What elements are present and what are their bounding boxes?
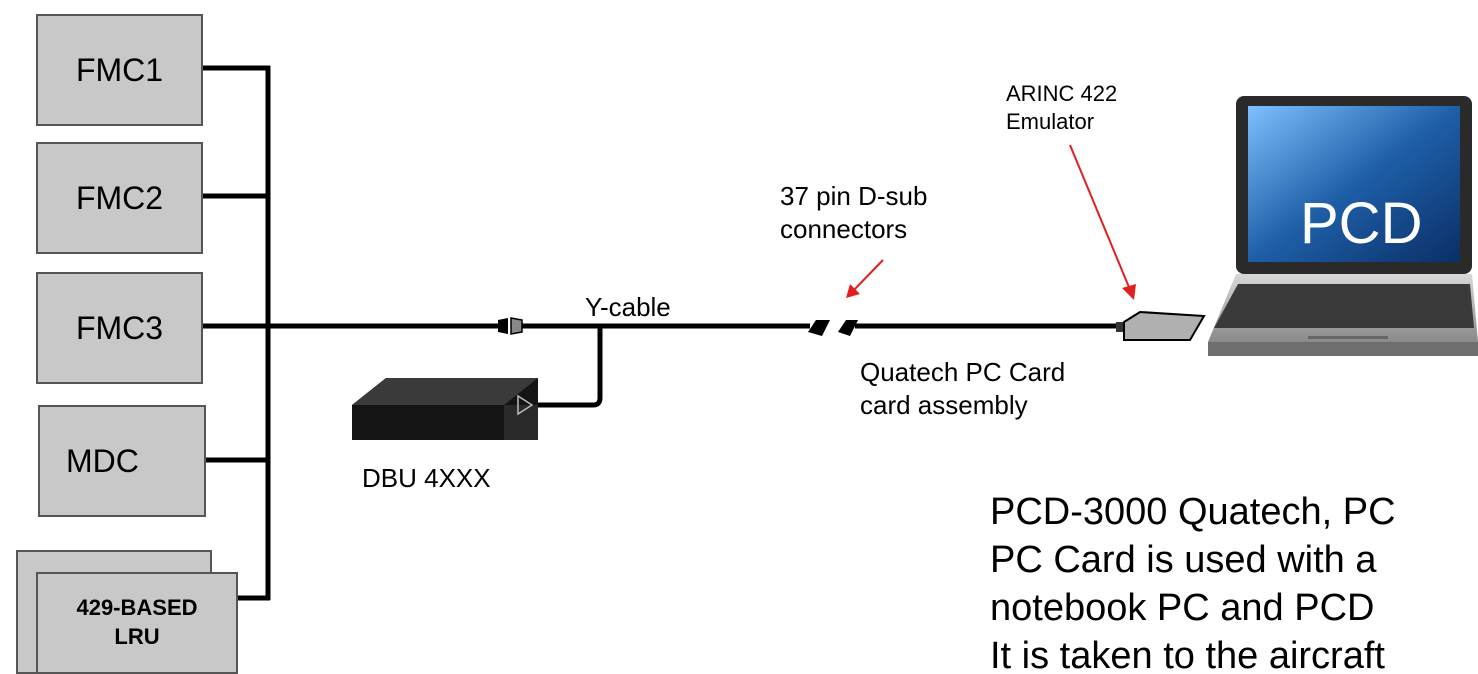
arinc-label-line2: Emulator <box>1006 108 1095 134</box>
paragraph-line-4: It is taken to the aircraft <box>990 635 1385 674</box>
dbu-label: DBU 4XXX <box>362 463 491 493</box>
mdc-label: MDC <box>66 442 139 479</box>
pcd-label: PCD <box>1300 191 1423 256</box>
lru-box: 429-BASED LRU <box>36 572 238 674</box>
arinc-label: ARINC 422 Emulator <box>1006 80 1117 135</box>
fmc1-label: FMC1 <box>75 51 164 88</box>
ycable-label: Y-cable <box>585 292 671 322</box>
paragraph-line-3: notebook PC and PCD <box>990 587 1375 629</box>
ycable-drop-wire <box>535 326 603 408</box>
arinc-label-line1: ARINC 422 <box>1006 81 1118 106</box>
quatech-label-line1: Quatech PC Card <box>860 357 1066 387</box>
fmc2-label: FMC2 <box>75 179 164 216</box>
fmc1-box: FMC1 <box>36 14 203 126</box>
fmc3-box: FMC3 <box>36 272 203 384</box>
laptop-icon <box>1208 96 1478 356</box>
paragraph-line-1: PCD-3000 Quatech, PC <box>990 491 1396 533</box>
arinc-arrow <box>1069 144 1132 293</box>
dsub-connectors <box>808 320 858 336</box>
pc-card <box>1116 310 1206 341</box>
lru-label-line2: LRU <box>114 624 160 649</box>
description-paragraph: PCD-3000 Quatech, PC PC Card is used wit… <box>990 488 1478 674</box>
dsub-label: 37 pin D-sub connectors <box>780 180 927 245</box>
paragraph-line-2: PC Card is used with a <box>990 539 1377 581</box>
fmc3-label: FMC3 <box>75 309 164 346</box>
inline-connector <box>498 317 523 335</box>
dsub-label-line2: connectors <box>780 213 908 244</box>
fmc2-box: FMC2 <box>36 142 203 254</box>
quatech-label-line2: card assembly <box>860 389 1028 420</box>
dbu-box <box>352 378 538 440</box>
quatech-label: Quatech PC Card card assembly <box>860 356 1065 421</box>
mdc-box: MDC <box>38 405 206 517</box>
lru-label-line1: 429-BASED <box>76 595 198 621</box>
dsub-arrow <box>850 259 884 294</box>
dsub-label-line1: 37 pin D-sub <box>780 181 928 211</box>
